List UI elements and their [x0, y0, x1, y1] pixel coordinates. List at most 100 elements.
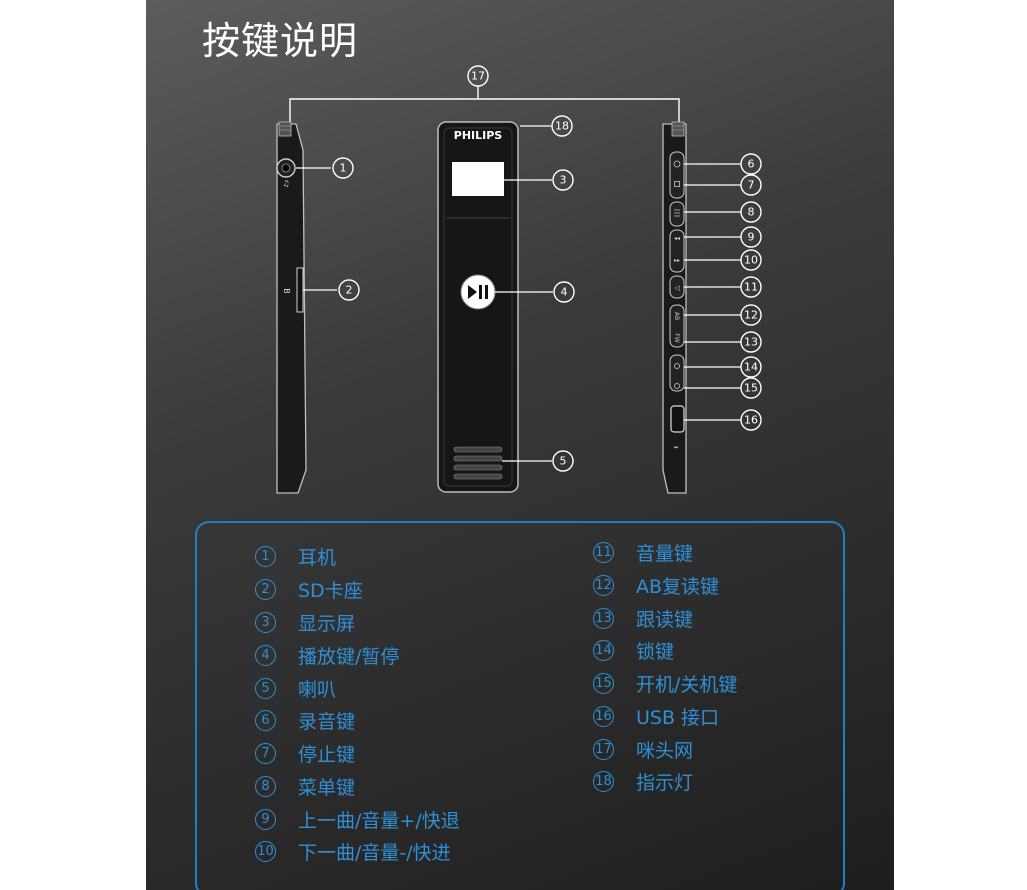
- svg-text:2: 2: [346, 284, 353, 297]
- svg-text:9: 9: [748, 231, 755, 244]
- legend-number: 10: [255, 840, 276, 862]
- play-pause-button: [460, 274, 496, 310]
- svg-text:▸▸: ▸▸: [674, 257, 680, 264]
- callout-5: 5: [552, 450, 574, 472]
- legend-number: 13: [593, 607, 614, 629]
- legend-number: 14: [593, 639, 614, 661]
- svg-text:11: 11: [744, 281, 758, 294]
- callout-16: 16: [740, 409, 762, 431]
- legend-number: 11: [593, 541, 614, 563]
- legend-label: 音量键: [636, 542, 694, 565]
- prev-next-buttons: [669, 229, 685, 273]
- legend-item: 5 喇叭: [255, 673, 336, 703]
- legend-number: 3: [255, 611, 276, 633]
- callout-17: 17: [467, 65, 489, 87]
- callout-15: 15: [740, 377, 762, 399]
- legend-label: 上一曲/音量+/快退: [298, 809, 460, 832]
- callout-1: 1: [332, 157, 354, 179]
- callout-6: 6: [740, 153, 762, 175]
- svg-text:◂◂: ◂◂: [674, 235, 680, 242]
- callout-4: 4: [553, 281, 575, 303]
- svg-text:17: 17: [471, 70, 485, 83]
- display-screen: [452, 162, 504, 196]
- svg-text:1: 1: [340, 162, 347, 175]
- pause-icon: [479, 285, 482, 299]
- legend-label: 显示屏: [298, 612, 356, 635]
- fw-label: FW: [673, 333, 680, 342]
- menu-button: [669, 201, 685, 227]
- svg-text:8: 8: [748, 206, 755, 219]
- legend-number: 4: [255, 644, 276, 666]
- brand-logo: PHILIPS: [454, 129, 503, 142]
- callout-18: 18: [551, 115, 573, 137]
- svg-text:10: 10: [744, 254, 758, 267]
- legend-number: 15: [593, 672, 614, 694]
- legend-label: 停止键: [298, 743, 356, 766]
- callout-10: 10: [740, 249, 762, 271]
- legend-label: 录音键: [298, 710, 356, 733]
- legend-item: 13 跟读键: [593, 603, 693, 633]
- svg-text:14: 14: [744, 361, 758, 374]
- legend-label: 播放键/暂停: [298, 645, 400, 668]
- svg-text:5: 5: [560, 455, 567, 468]
- legend-label: 耳机: [298, 546, 337, 569]
- legend-number: 8: [255, 775, 276, 797]
- leader-lines: [296, 125, 741, 462]
- legend-item: 17 咪头网: [593, 734, 693, 764]
- right-side-view: ◂◂ ▸▸ ◁ AB FW ⌁: [662, 121, 687, 494]
- legend-number: 6: [255, 709, 276, 731]
- legend-item: 8 菜单键: [255, 771, 355, 801]
- legend-number: 9: [255, 808, 276, 830]
- mic-mesh-left: [278, 121, 292, 137]
- ab-label: AB: [673, 312, 680, 320]
- svg-text:4: 4: [561, 286, 568, 299]
- legend-number: 18: [593, 770, 614, 792]
- svg-text:◁: ◁: [674, 284, 680, 292]
- legend-label: 下一曲/音量-/快进: [298, 841, 451, 864]
- legend-label: 指示灯: [636, 771, 694, 794]
- callout-7: 7: [740, 174, 762, 196]
- page-title: 按键说明: [202, 19, 359, 63]
- mic-mesh-right: [671, 121, 685, 137]
- svg-text:6: 6: [748, 158, 755, 171]
- callout-12: 12: [740, 304, 762, 326]
- legend-item: 16 USB 接口: [593, 701, 719, 731]
- legend-item: 18 指示灯: [593, 766, 693, 796]
- svg-text:13: 13: [744, 336, 758, 349]
- legend-item: 6 录音键: [255, 705, 355, 735]
- legend-number: 1: [255, 545, 276, 567]
- callout-8: 8: [740, 201, 762, 223]
- legend-label: 咪头网: [636, 739, 694, 762]
- legend-item: 10 下一曲/音量-/快进: [255, 836, 451, 866]
- callout-9: 9: [740, 226, 762, 248]
- legend-number: 12: [593, 574, 614, 596]
- legend-label: USB 接口: [636, 706, 720, 729]
- callout-3: 3: [552, 169, 574, 191]
- legend-number: 16: [593, 705, 614, 727]
- svg-text:3: 3: [560, 174, 567, 187]
- lock-power-buttons: [669, 354, 685, 392]
- legend-label: 喇叭: [298, 678, 337, 701]
- legend-label: 跟读键: [636, 608, 694, 631]
- usb-icon: ⌁: [673, 443, 678, 453]
- legend-item: 9 上一曲/音量+/快退: [255, 804, 460, 834]
- legend-number: 17: [593, 738, 614, 760]
- legend-label: 菜单键: [298, 776, 356, 799]
- legend-item: 11 音量键: [593, 537, 693, 567]
- svg-text:7: 7: [748, 179, 755, 192]
- sd-card-slot: [296, 267, 304, 313]
- legend-label: 锁键: [636, 640, 675, 663]
- device-diagram: ♫ B PHILIPS: [276, 65, 762, 494]
- ab-fw-buttons: [669, 304, 685, 348]
- legend-item: 14 锁键: [593, 635, 674, 665]
- legend-item: 1 耳机: [255, 541, 336, 571]
- svg-text:12: 12: [744, 309, 758, 322]
- usb-port: [670, 405, 685, 433]
- legend-item: 4 播放键/暂停: [255, 640, 399, 670]
- legend-number: 5: [255, 677, 276, 699]
